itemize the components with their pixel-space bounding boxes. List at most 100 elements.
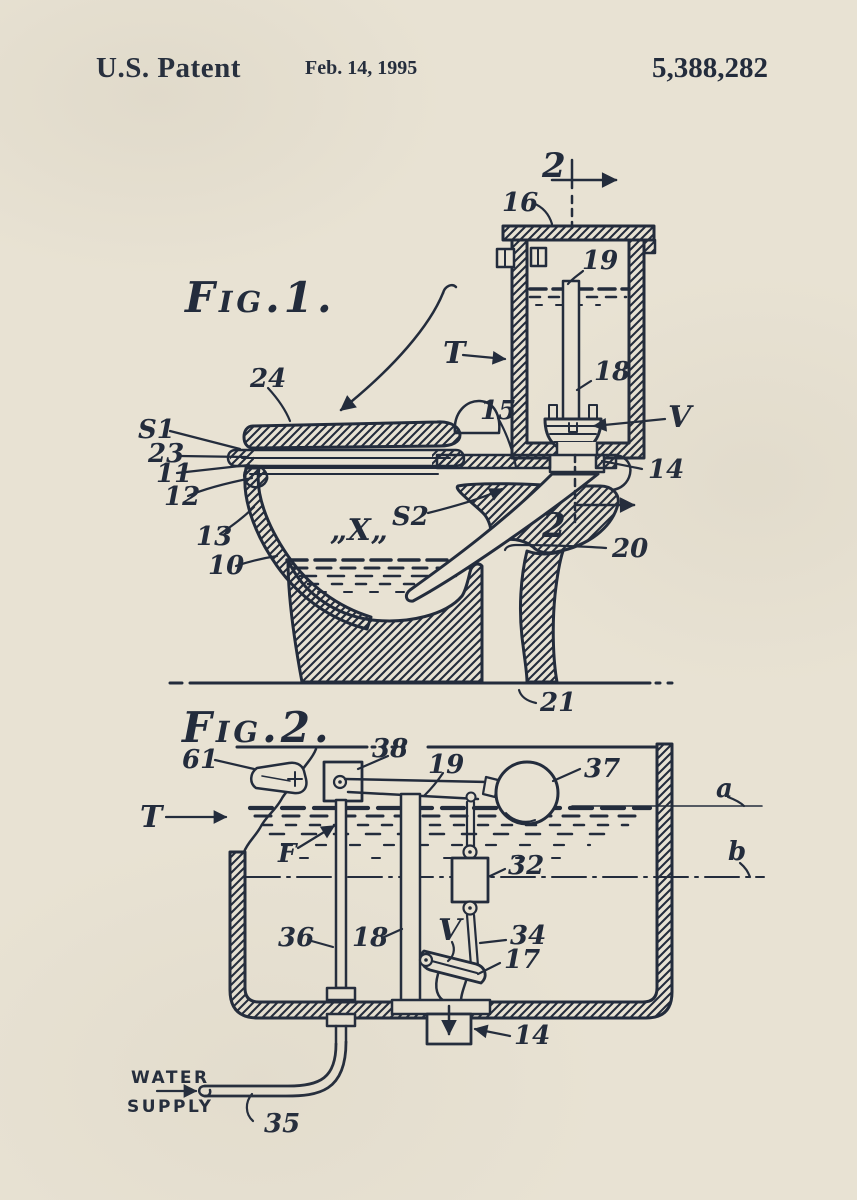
- fig1-label-10: 10: [208, 551, 244, 581]
- fig1-section-marker-top: [550, 158, 618, 230]
- fig2-label-19: 19: [428, 750, 464, 780]
- fig1-label-S2: S2: [392, 502, 429, 532]
- fig1-label-11: 11: [156, 459, 192, 489]
- leader-24: [266, 386, 292, 423]
- leader-14: [600, 459, 644, 471]
- link-weight: [450, 856, 490, 904]
- leader-34: [478, 938, 508, 945]
- fig1-label-23: 23: [147, 439, 184, 469]
- fig1-labels: 2 16 19 T 18 V 15 14 24 S1 23 11 12 13 1…: [138, 146, 694, 718]
- fig2-label-35: 35: [264, 1109, 300, 1139]
- supply-stub: [334, 1024, 348, 1046]
- leader-b: [738, 861, 752, 879]
- fig1-label-24: 24: [249, 364, 286, 394]
- link-pulley-top-dot: [468, 850, 472, 854]
- link-rod-upper: [465, 800, 476, 848]
- fig2-label-37: 37: [584, 754, 620, 784]
- fig2-labels: 61 38 19 37 a T F b 32 36 18 V 34 17 14 …: [127, 734, 746, 1139]
- fig1-label-20: 20: [611, 534, 648, 564]
- float-ball: [494, 760, 560, 826]
- fig1-label-13: 13: [196, 522, 232, 552]
- fig1-label-18: 18: [594, 357, 630, 387]
- leader-18: [380, 927, 404, 940]
- fig1-label-16: 16: [502, 188, 538, 218]
- fig1-section-marker-bottom: [573, 453, 636, 524]
- pedestal-base: [286, 558, 484, 684]
- leader-10: [234, 554, 279, 568]
- fig1-label-19: 19: [582, 246, 618, 276]
- fig2-label-V: V: [438, 913, 464, 948]
- lever-pivot-cross-icon: [287, 771, 303, 787]
- supply-pipe-end-curl: [198, 1084, 212, 1098]
- leader-18: [575, 379, 593, 392]
- flapper-hinge-dot: [424, 958, 428, 962]
- leader-16: [531, 201, 554, 226]
- rear-leg: [519, 549, 565, 684]
- flush-arrow-hook: [441, 284, 458, 295]
- leader-11: [175, 463, 251, 475]
- leader-V: [446, 940, 455, 963]
- tank-lid-lip: [642, 238, 657, 255]
- patent-number: 5,388,282: [652, 52, 768, 84]
- fig1-leader-lines: [168, 201, 667, 705]
- fig2-label-61: 61: [182, 745, 218, 775]
- fig2-label-b: b: [728, 837, 746, 867]
- fig2-leader-lines: [155, 754, 752, 1123]
- fig2-label-17: 17: [504, 945, 540, 975]
- leader-T-arrow: [461, 350, 507, 365]
- deck-left: [435, 453, 552, 470]
- fig1-label-15: 15: [480, 396, 516, 426]
- patent-date: Feb. 14, 1995: [305, 57, 417, 79]
- water-supply-text-line1: WATER: [131, 1068, 210, 1088]
- fig1-label-section-bottom: 2: [541, 506, 566, 546]
- supply-pipe-inner: [203, 1040, 348, 1098]
- fig1-bowl: [168, 453, 680, 685]
- fig1-label-V: V: [668, 400, 694, 435]
- deck-lip: [610, 453, 632, 492]
- tank-lid: [501, 224, 656, 242]
- patent-office-title: U.S. Patent: [96, 52, 241, 84]
- link-pulley-bottom-dot: [468, 906, 472, 910]
- flush-arrow-icon: [339, 291, 445, 412]
- fig2-label-T: T: [140, 800, 165, 835]
- fig1-label-section-top: 2: [541, 146, 566, 186]
- tube-base-flange: [390, 998, 492, 1016]
- leader-a: [726, 795, 746, 808]
- header: U.S. Patent Feb. 14, 1995 5,388,282: [96, 52, 768, 84]
- flush-lever: [250, 761, 308, 795]
- housing-pivot-dot: [338, 780, 342, 784]
- float-arm-top: [343, 777, 490, 784]
- leader-36: [306, 938, 335, 949]
- arm-link-pivot: [465, 791, 477, 803]
- fig2-label-F: F: [277, 839, 298, 869]
- figure-2: Fig.2.: [127, 703, 765, 1139]
- toilet-lid: [242, 420, 462, 450]
- fig1-label-12: 12: [164, 482, 200, 512]
- leader-S1: [168, 429, 242, 451]
- leader-V-arrow: [592, 417, 667, 432]
- leader-17: [476, 961, 502, 976]
- valve-notch: [568, 422, 578, 433]
- fig2-title: Fig.2.: [181, 703, 333, 752]
- leader-38: [356, 754, 390, 771]
- leader-37: [551, 767, 582, 783]
- leader-61: [213, 758, 256, 771]
- leader-S2-arrow: [426, 487, 504, 515]
- hinge-cover: [453, 399, 501, 435]
- fig1-label-X: „X„: [330, 513, 388, 548]
- leader-35: [245, 1092, 255, 1123]
- float-ball-shading: [505, 812, 536, 823]
- leader-19: [422, 771, 445, 798]
- tank-walls: [228, 742, 674, 1020]
- supply-riser: [334, 798, 348, 990]
- flush-channel: [404, 472, 600, 603]
- fig2-label-a: a: [716, 774, 733, 804]
- fig1-flush-arrow: [339, 284, 458, 412]
- fig2-label-18: 18: [352, 923, 388, 953]
- leader-12: [186, 476, 254, 498]
- figure-1: Fig.1.: [138, 146, 694, 718]
- link-rod-lower: [465, 913, 480, 968]
- fig2-label-32: 32: [508, 851, 544, 881]
